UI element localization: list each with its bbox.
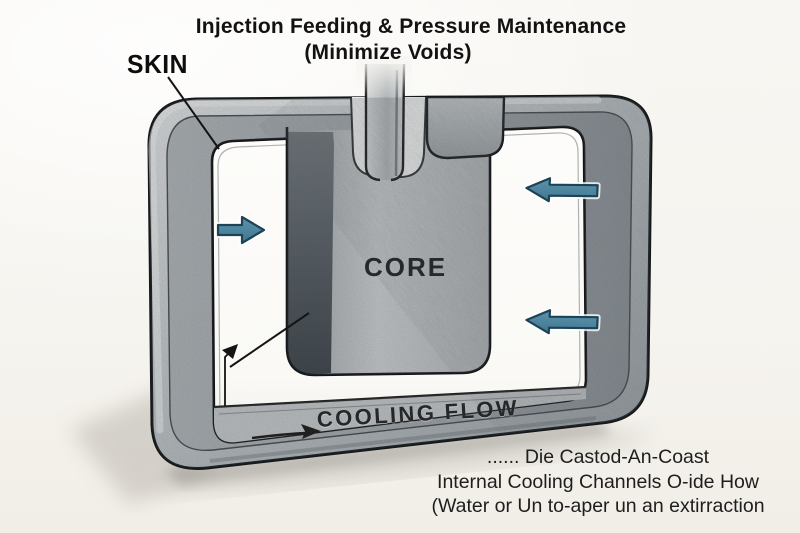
caption-line2: Internal Cooling Channels O-ide How [437,470,759,493]
flow-arrow-left-upper-icon [523,175,601,205]
flow-arrow-left-lower-icon [523,307,601,337]
flow-arrow-right-icon [215,214,267,246]
core-label: CORE [364,252,448,282]
skin-label: SKIN [127,49,188,79]
core-leader-line [229,312,310,368]
annotation-arrowhead-icon [222,344,238,359]
skin-leader-line [167,76,220,150]
caption-block: ...... Die Castod-An-Coast Internal Cool… [430,445,766,519]
cooling-flow-arrow-icon [251,424,321,440]
diagram-title-line2: (Minimize Voids) [304,41,472,64]
diagram-title-line1: Injection Feeding & Pressure Maintenance [195,15,627,38]
caption-line1: ...... Die Castod-An-Coast [486,446,710,468]
caption-line3: (Water or Un to-aper un an extirraction [431,495,765,518]
